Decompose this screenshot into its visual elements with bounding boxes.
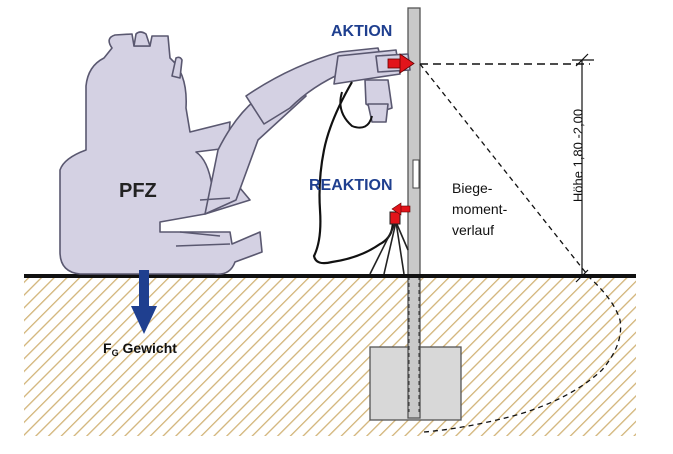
bending-moment-line-2: moment-: [452, 201, 508, 217]
weight-label: FG Gewicht: [103, 341, 177, 358]
weight-text: Gewicht: [118, 340, 177, 356]
tripod-support: [369, 211, 409, 275]
height-label: Höhe 1,80 -2,00: [570, 108, 586, 203]
weight-subscript: G: [111, 348, 119, 358]
height-dimension: [572, 53, 594, 283]
bending-moment-line-3: verlauf: [452, 222, 495, 238]
aktion-label: AKTION: [331, 23, 393, 40]
blue-arrow-down-icon: [131, 270, 157, 334]
bending-moment-line-1: Biege-: [452, 180, 493, 196]
hydraulic-hose: [312, 81, 394, 265]
bending-moment-label: Biege- moment- verlauf: [452, 178, 542, 241]
reaktion-label: REAKTION: [309, 177, 393, 194]
machine: [59, 31, 411, 276]
red-arrow-left-icon: [391, 202, 411, 216]
weight-symbol: F: [103, 340, 112, 356]
red-arrow-right-icon: [387, 53, 415, 74]
machine-label: PFZ: [119, 180, 157, 202]
post: [407, 7, 421, 419]
